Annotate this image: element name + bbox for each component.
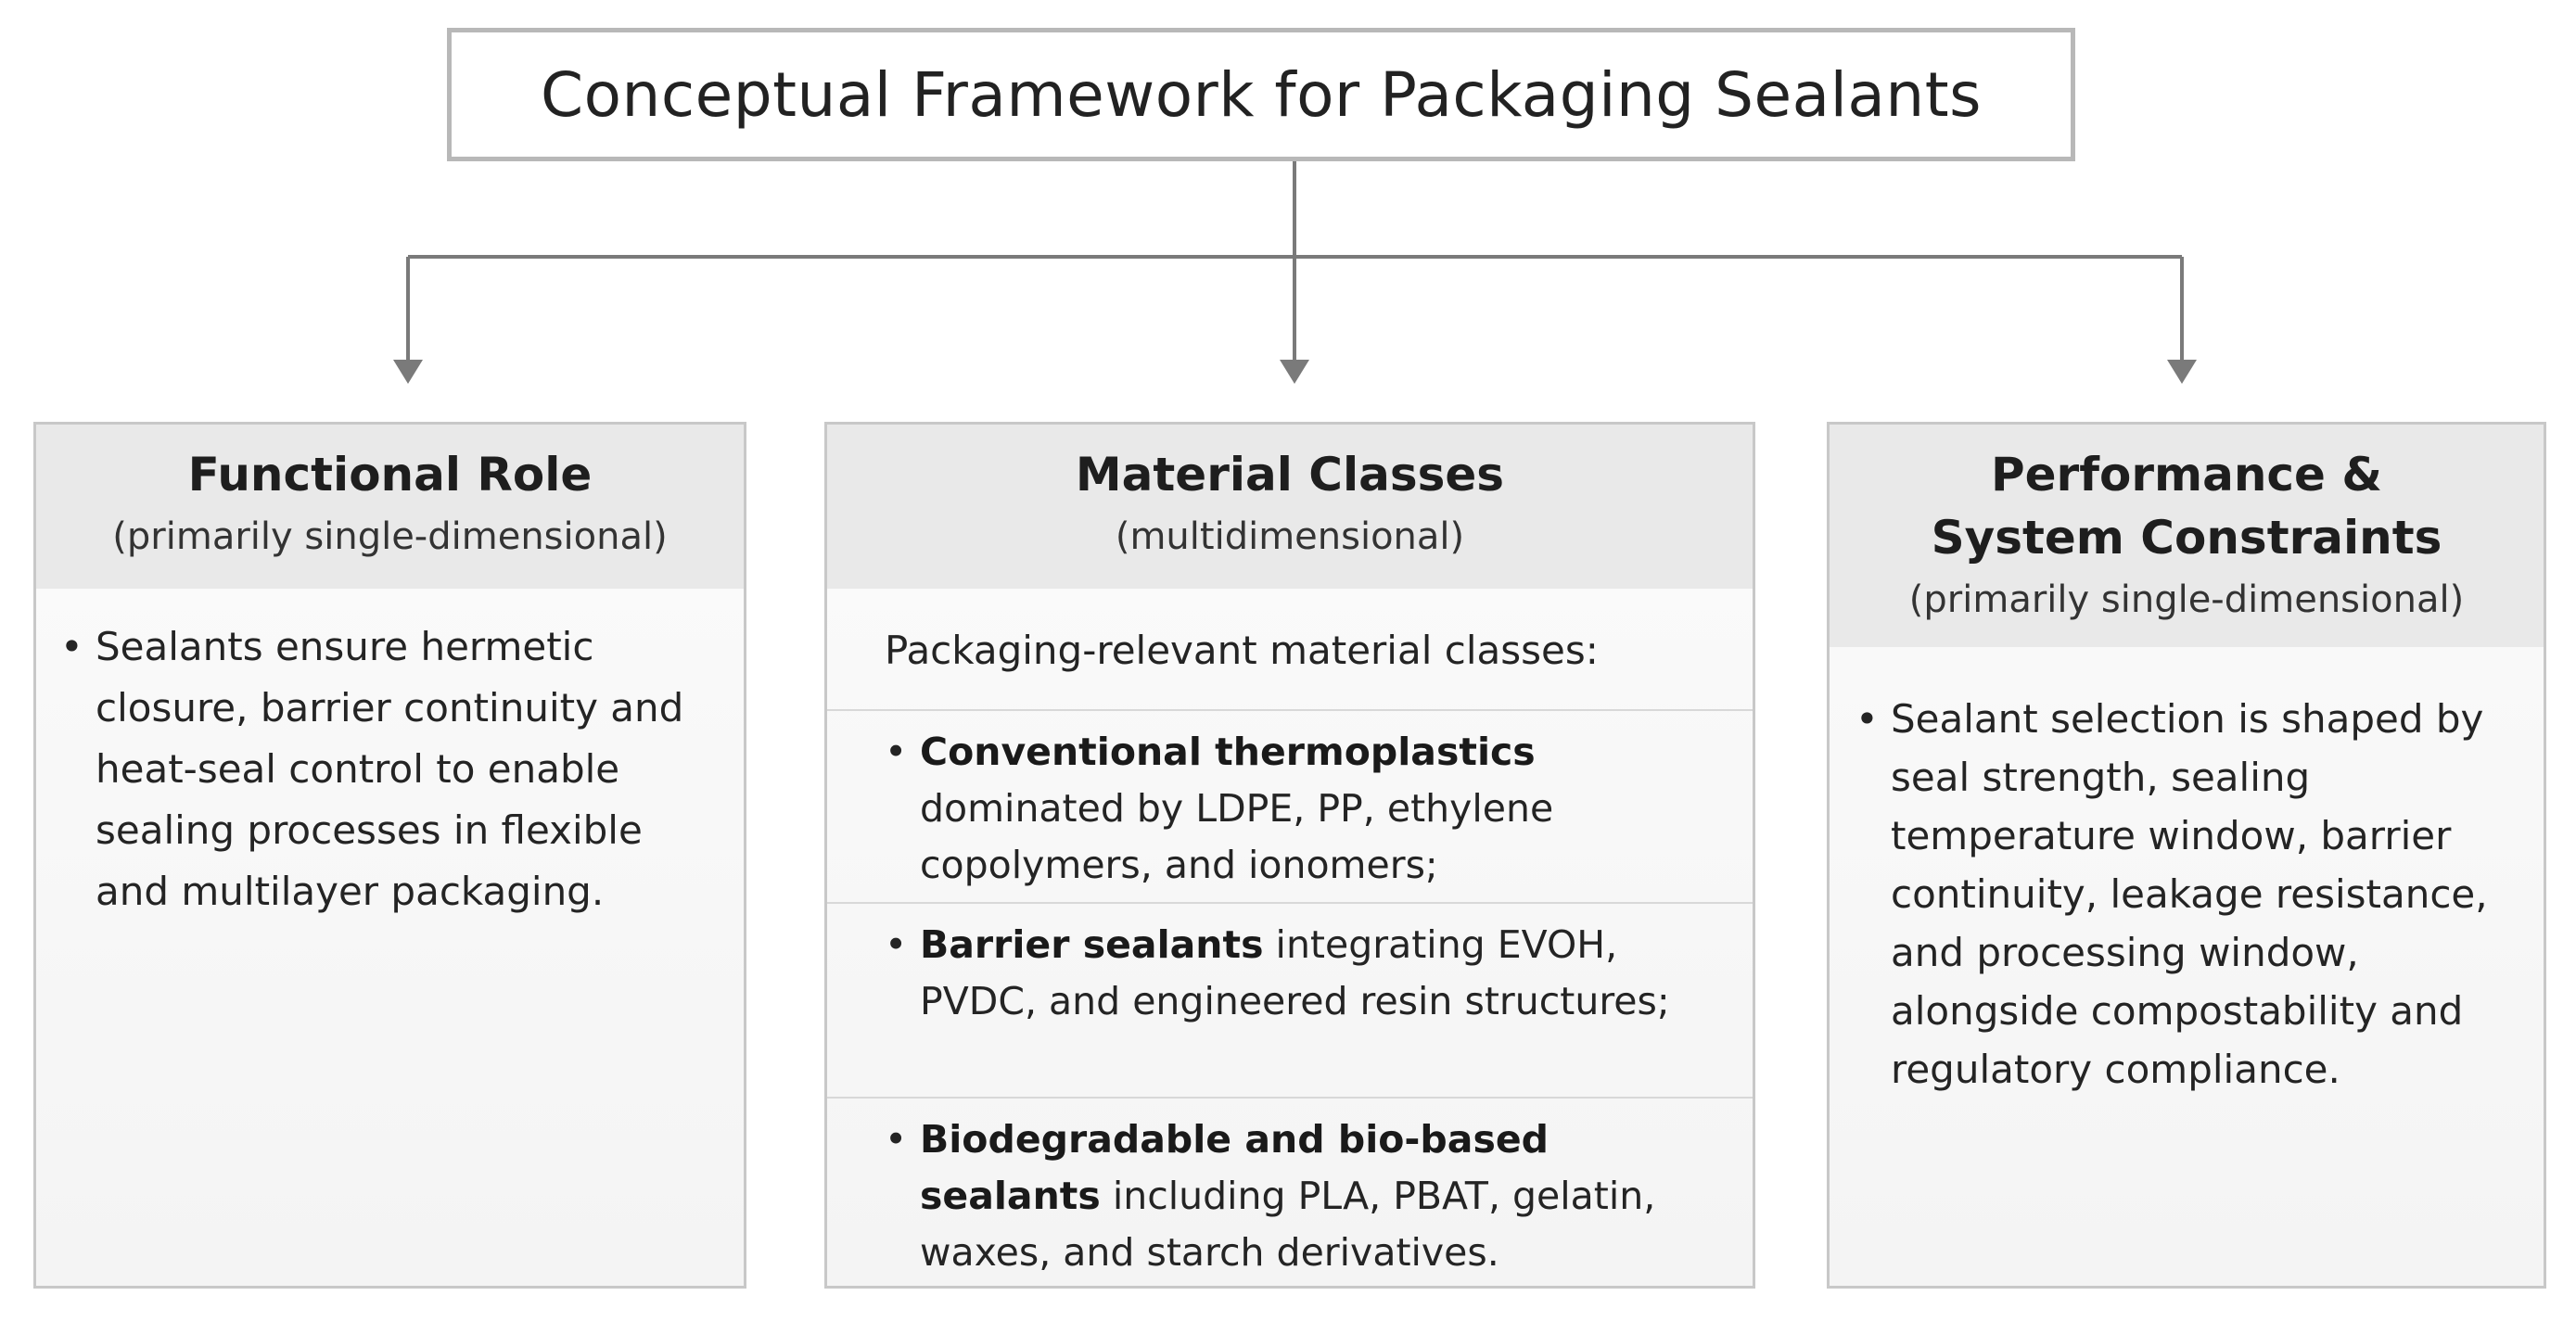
performance-bullet: • Sealant selection is shaped by seal st… — [1855, 690, 2516, 1099]
material-class-name: Biodegradable and bio-based sealants — [920, 1117, 1549, 1218]
material-class-description: including PLA, PBAT, gelatin, waxes, and… — [920, 1174, 1656, 1275]
performance-body: • Sealant selection is shaped by seal st… — [1830, 647, 2544, 1099]
performance-title-line2: System Constraints — [1931, 511, 2442, 565]
arrowhead-right — [2167, 360, 2197, 384]
performance-title-line1: Performance & — [1991, 448, 2382, 502]
arrowhead-left — [393, 360, 423, 384]
material-class-name: Conventional thermoplastics — [920, 730, 1536, 774]
functional-role-body: • Sealants ensure hermetic closure, barr… — [36, 589, 744, 922]
performance-header: Performance & System Constraints (primar… — [1830, 425, 2544, 647]
material-classes-title: Material Classes — [1075, 448, 1505, 502]
material-class-description: dominated by LDPE, PP, ethylene copolyme… — [920, 786, 1554, 887]
arrowhead-middle — [1280, 360, 1309, 384]
functional-role-text: Sealants ensure hermetic closure, barrie… — [96, 624, 684, 914]
performance-panel: Performance & System Constraints (primar… — [1827, 422, 2546, 1289]
material-class-item: • Conventional thermoplastics dominated … — [827, 711, 1753, 904]
material-class-item: • Biodegradable and bio-based sealants i… — [827, 1099, 1753, 1286]
functional-role-title: Functional Role — [187, 448, 593, 502]
title-box: Conceptual Framework for Packaging Seala… — [447, 28, 2075, 161]
functional-role-panel: Functional Role (primarily single-dimens… — [33, 422, 746, 1289]
bullet-dot-icon: • — [1855, 696, 1879, 742]
functional-role-subtitle: (primarily single-dimensional) — [112, 515, 668, 558]
material-classes-header: Material Classes (multidimensional) — [827, 425, 1753, 589]
bullet-dot-icon: • — [885, 922, 908, 967]
functional-role-bullet: • Sealants ensure hermetic closure, barr… — [60, 616, 716, 922]
performance-text: Sealant selection is shaped by seal stre… — [1891, 696, 2488, 1092]
material-class-item: • Barrier sealants integrating EVOH, PVD… — [827, 904, 1753, 1099]
performance-subtitle: (primarily single-dimensional) — [1908, 578, 2465, 621]
bullet-dot-icon: • — [885, 1117, 908, 1162]
material-classes-panel: Material Classes (multidimensional) Pack… — [824, 422, 1755, 1289]
functional-role-header: Functional Role (primarily single-dimens… — [36, 425, 744, 589]
material-classes-subtitle: (multidimensional) — [1115, 515, 1465, 558]
bullet-dot-icon: • — [885, 730, 908, 774]
material-classes-intro: Packaging-relevant material classes: — [827, 589, 1753, 711]
material-class-description: integrating EVOH, PVDC, and engineered r… — [920, 922, 1670, 1023]
material-class-name: Barrier sealants — [920, 922, 1264, 967]
bullet-dot-icon: • — [60, 624, 83, 669]
diagram-title: Conceptual Framework for Packaging Seala… — [541, 58, 1982, 131]
